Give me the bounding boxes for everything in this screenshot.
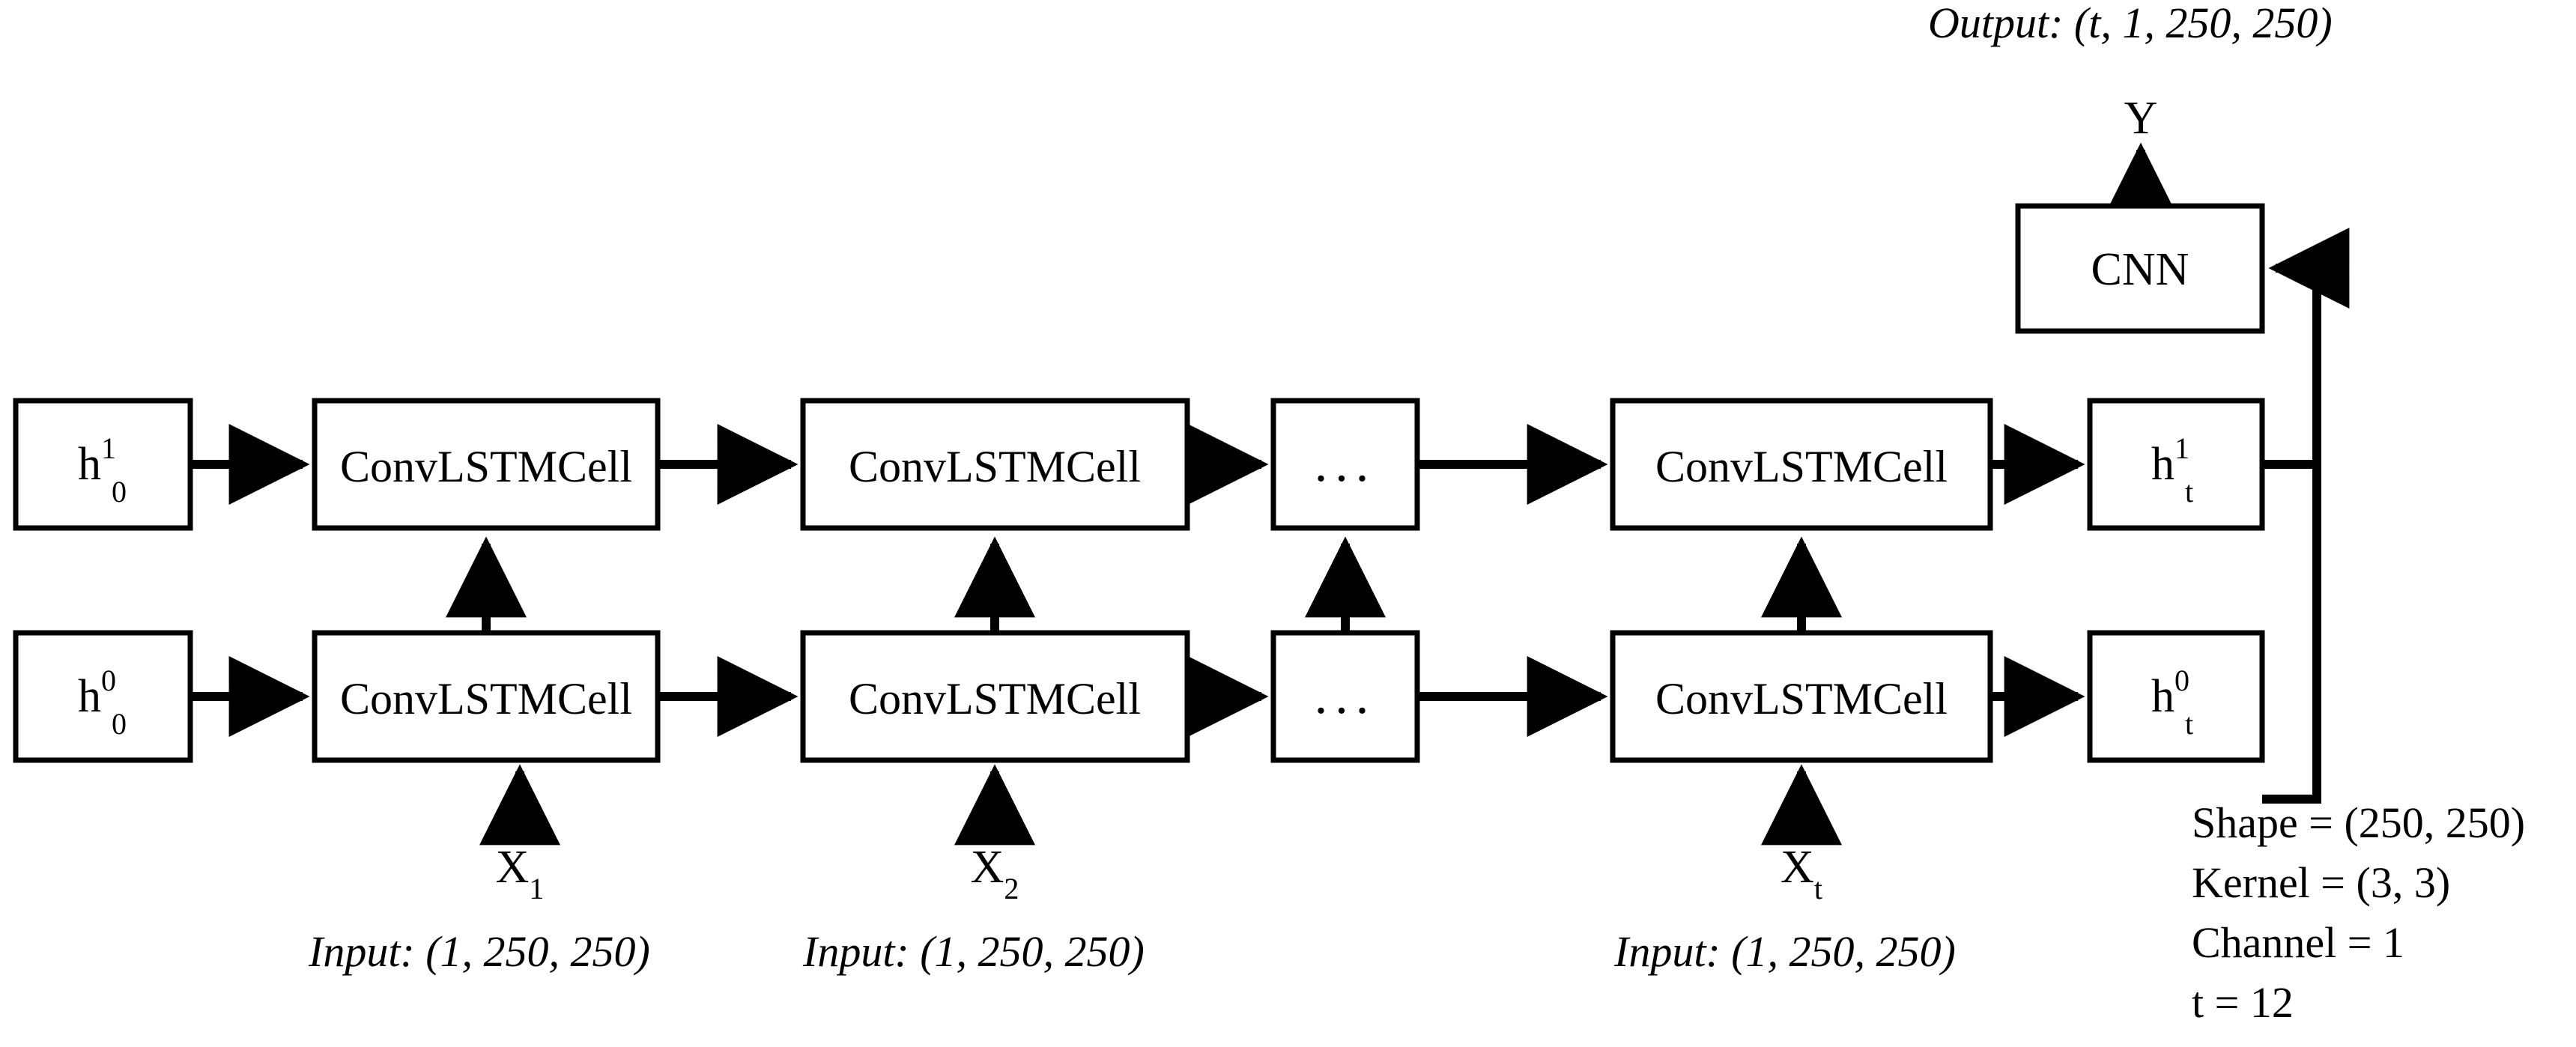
input-symbol-x1: X1: [496, 842, 545, 905]
param-t: t = 12: [2192, 978, 2294, 1027]
cnn-box[interactable]: [2015, 203, 2265, 334]
convlstm-cell-top-2[interactable]: [800, 398, 1190, 531]
output-symbol-y: Y: [2124, 93, 2158, 144]
cnn-label: CNN: [2091, 244, 2189, 295]
feedback-path-to-cnn: [2262, 228, 2350, 804]
input-shape-label-2: Input: (1, 250, 250): [802, 927, 1145, 976]
param-channel: Channel = 1: [2192, 918, 2404, 967]
hidden-state-box-h0-t[interactable]: [2087, 630, 2265, 763]
output-shape-label: Output: (t, 1, 250, 250): [1928, 0, 2333, 47]
convlstm-cell-bottom-2-label: ConvLSTMCell: [849, 674, 1141, 723]
convlstm-cell-top-t[interactable]: [1610, 398, 1993, 531]
convlstm-cell-bottom-t[interactable]: [1610, 630, 1993, 763]
input-shape-label-t: Input: (1, 250, 250): [1613, 927, 1956, 976]
input-shape-label-1: Input: (1, 250, 250): [308, 927, 650, 976]
convlstm-cell-top-1[interactable]: [312, 398, 661, 531]
convlstm-cell-top-1-label: ConvLSTMCell: [340, 442, 632, 491]
ellipsis-label-top: ...: [1315, 435, 1377, 493]
input-symbol-xt: Xt: [1781, 842, 1822, 905]
ellipsis-label-bottom: ...: [1315, 667, 1377, 725]
param-kernel: Kernel = (3, 3): [2192, 858, 2450, 907]
convlstm-cell-bottom-1-label: ConvLSTMCell: [340, 674, 632, 723]
hidden-state-box-h1-t[interactable]: [2087, 398, 2265, 531]
ellipsis-box-top: [1270, 398, 1420, 531]
convlstm-cell-top-t-label: ConvLSTMCell: [1655, 442, 1948, 491]
convlstm-cell-bottom-t-label: ConvLSTMCell: [1655, 674, 1948, 723]
ellipsis-box-bottom: [1270, 630, 1420, 763]
input-symbol-x2: X2: [971, 842, 1019, 905]
convlstm-cell-top-2-label: ConvLSTMCell: [849, 442, 1141, 491]
param-shape: Shape = (250, 250): [2192, 798, 2525, 847]
